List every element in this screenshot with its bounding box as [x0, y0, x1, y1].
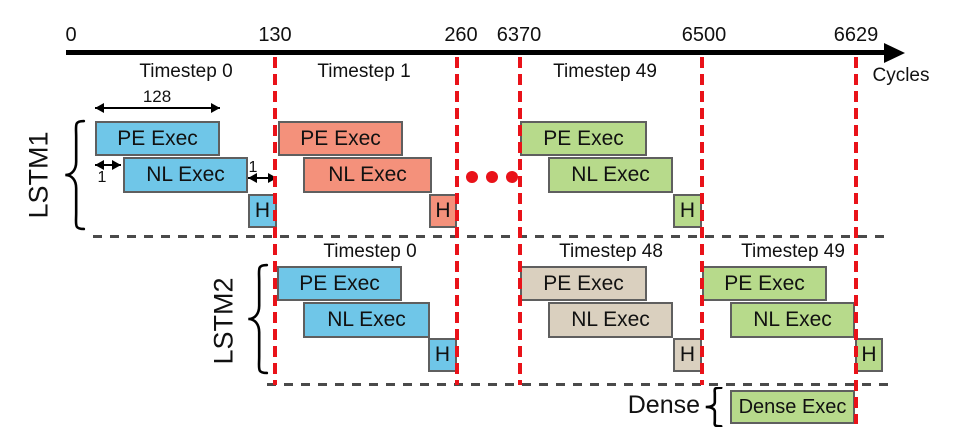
block-label: PE Exec: [117, 126, 198, 150]
lstm1-ts0-h-block: H: [248, 194, 277, 228]
dense-exec-block: Dense Exec: [730, 390, 855, 424]
boundary-line-6629: [854, 57, 858, 424]
pe-width-128-label: 128: [142, 87, 172, 106]
lstm1-ts49-h-block: H: [673, 194, 702, 228]
nl-offset-1-label: 1: [97, 169, 107, 186]
lstm1-ts1-pe-exec-block: PE Exec: [278, 121, 403, 156]
lstm2-ts49-h-block: H: [855, 338, 883, 372]
ellipsis-dots-icon: [466, 171, 518, 183]
cycles-axis-line: [66, 50, 886, 55]
lstm1-ts1-h-block: H: [429, 194, 457, 228]
dense-brace-icon: [703, 387, 723, 427]
lstm2-ts49-pe-exec-block: PE Exec: [702, 266, 827, 301]
dense-group-label: Dense: [627, 391, 700, 419]
block-label: PE Exec: [543, 271, 624, 295]
lstm2-ts48-h-block: H: [673, 338, 702, 372]
h-offset-1-arrow-icon: [248, 173, 277, 183]
lstm1-ts49-nl-exec-block: NL Exec: [548, 157, 673, 193]
separator-lstm1-lstm2: [93, 235, 890, 238]
block-label: H: [679, 199, 696, 222]
lstm1-ts49-pe-exec-block: PE Exec: [520, 121, 647, 156]
lstm2-ts0-h-block: H: [428, 338, 457, 372]
pe-width-128-arrow-icon: [95, 103, 220, 113]
block-label: NL Exec: [328, 163, 407, 186]
lstm1-group-label: LSTM1: [23, 131, 54, 219]
boundary-line-130: [273, 57, 277, 385]
block-label: PE Exec: [300, 126, 381, 150]
lstm1-timestep-1-label: Timestep 1: [317, 61, 411, 82]
lstm2-timestep-0-label: Timestep 0: [323, 241, 417, 262]
boundary-line-6370: [518, 57, 522, 385]
boundary-line-6500: [700, 57, 704, 385]
block-label: NL Exec: [146, 163, 225, 186]
lstm1-ts1-nl-exec-block: NL Exec: [303, 157, 432, 193]
block-label: NL Exec: [327, 308, 406, 331]
block-label: H: [434, 343, 451, 366]
lstm2-ts49-nl-exec-block: NL Exec: [730, 302, 855, 338]
nl-offset-1-arrow-icon: [95, 160, 121, 170]
lstm2-timestep-49-label: Timestep 49: [741, 241, 845, 262]
lstm1-ts0-pe-exec-block: PE Exec: [95, 121, 220, 156]
axis-unit-label: Cycles: [872, 65, 930, 86]
lstm2-brace-icon: [245, 263, 269, 375]
block-label: PE Exec: [724, 271, 805, 295]
lstm2-timestep-48-label: Timestep 48: [559, 241, 663, 262]
lstm2-group-label: LSTM2: [208, 277, 239, 365]
lstm2-ts0-pe-exec-block: PE Exec: [277, 266, 402, 301]
lstm1-timestep-0-label: Timestep 0: [139, 61, 233, 82]
block-label: H: [254, 199, 271, 222]
block-label: Dense Exec: [738, 395, 847, 418]
axis-tick-6370: 6370: [496, 24, 542, 46]
axis-tick-260: 260: [444, 24, 478, 46]
axis-tick-0: 0: [65, 24, 77, 46]
boundary-line-260: [455, 57, 459, 385]
block-label: PE Exec: [299, 271, 380, 295]
block-label: NL Exec: [571, 163, 650, 186]
lstm1-ts0-nl-exec-block: NL Exec: [123, 157, 248, 193]
lstm1-brace-icon: [62, 119, 86, 231]
h-offset-1-label: 1: [248, 159, 258, 176]
lstm2-ts48-nl-exec-block: NL Exec: [548, 302, 673, 338]
lstm2-ts0-nl-exec-block: NL Exec: [303, 302, 430, 338]
separator-lstm2-dense: [267, 383, 890, 386]
block-label: PE Exec: [543, 126, 624, 150]
block-label: NL Exec: [753, 308, 832, 331]
axis-tick-6500: 6500: [681, 24, 727, 46]
block-label: H: [861, 343, 877, 366]
cycles-axis-arrowhead-icon: [884, 43, 905, 63]
lstm2-ts48-pe-exec-block: PE Exec: [520, 266, 647, 301]
block-label: NL Exec: [571, 308, 650, 331]
axis-tick-6629: 6629: [833, 24, 879, 46]
lstm1-timestep-49-label: Timestep 49: [553, 61, 657, 82]
block-label: H: [679, 343, 696, 366]
block-label: H: [435, 199, 451, 222]
axis-tick-130: 130: [258, 24, 292, 46]
